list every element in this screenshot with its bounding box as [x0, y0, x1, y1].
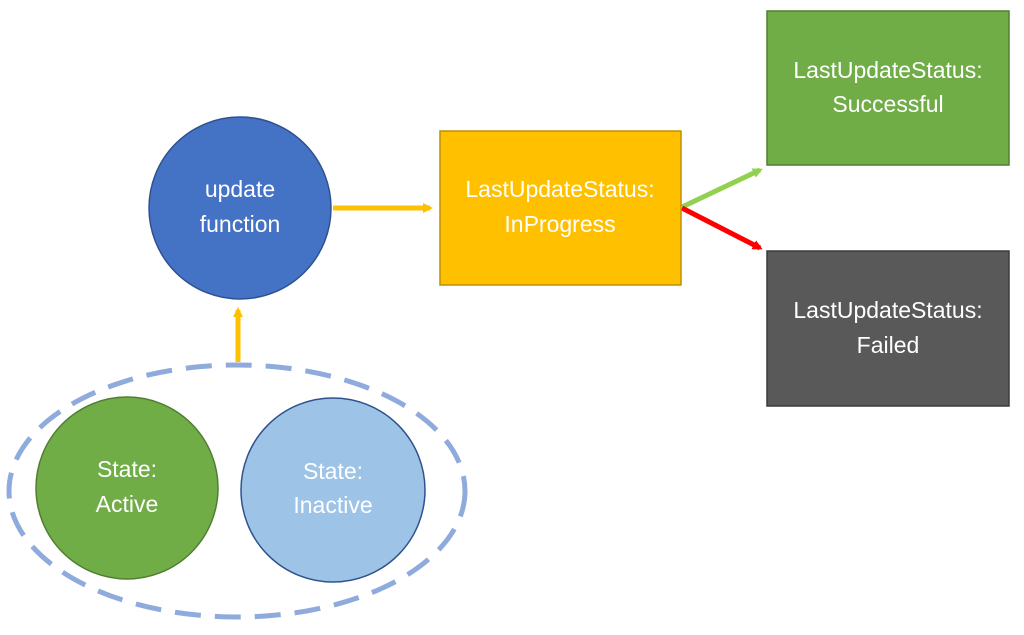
state-inactive-label-line1: State: [303, 458, 363, 484]
status-inprogress-node: LastUpdateStatus: InProgress [439, 130, 682, 286]
status-failed-node: LastUpdateStatus: Failed [766, 250, 1010, 407]
update-function-node: update function [148, 116, 332, 300]
state-active-node: State: Active [35, 396, 219, 580]
status-inprogress-label-line2: InProgress [504, 211, 615, 237]
status-inprogress-label-line1: LastUpdateStatus: [465, 176, 654, 202]
edge-inprogress-to-failed [680, 205, 763, 251]
status-successful-label-line2: Successful [832, 91, 943, 117]
status-successful-node: LastUpdateStatus: Successful [766, 10, 1010, 166]
status-successful-label-line1: LastUpdateStatus: [793, 57, 982, 83]
state-active-label-line1: State: [97, 456, 157, 482]
status-failed-label-line2: Failed [857, 332, 920, 358]
update-function-label-line1: update [205, 176, 275, 202]
edge-inprogress-to-successful [680, 167, 763, 210]
state-active-label-line2: Active [96, 491, 159, 517]
state-inactive-label-line2: Inactive [293, 492, 372, 518]
state-group-outline [6, 362, 468, 620]
state-inactive-node: State: Inactive [240, 397, 426, 583]
status-failed-label-line1: LastUpdateStatus: [793, 297, 982, 323]
update-function-label-line2: function [200, 211, 281, 237]
